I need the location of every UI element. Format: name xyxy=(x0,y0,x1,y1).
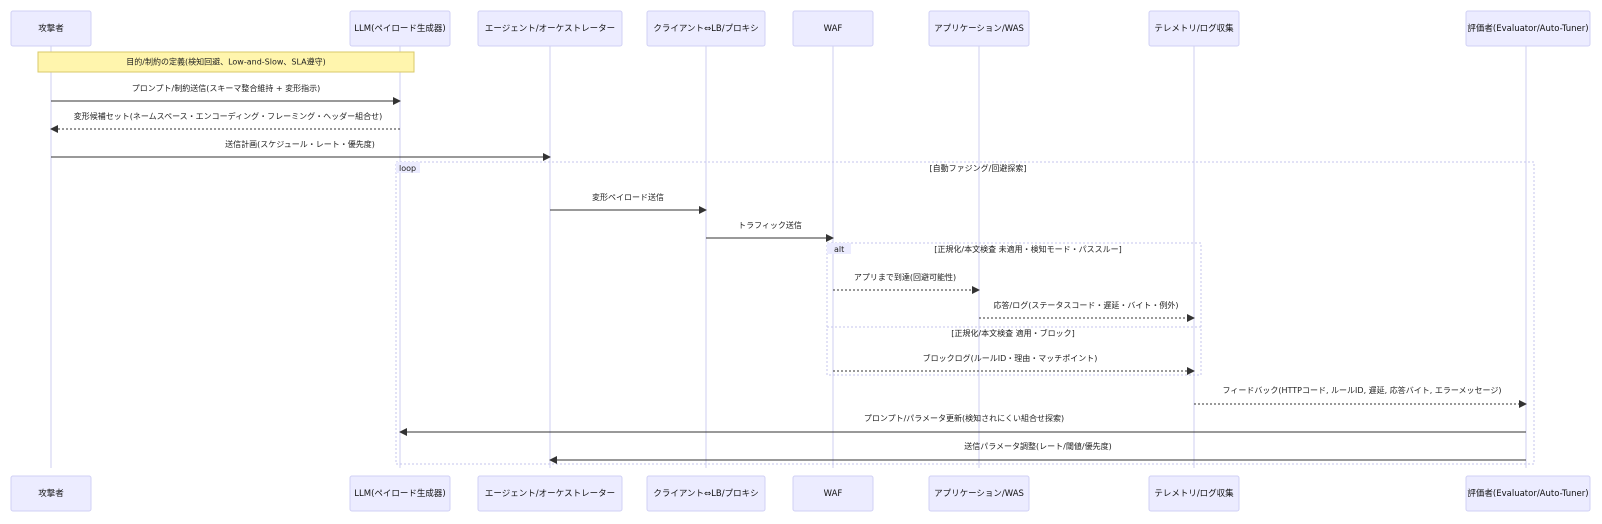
actor-app-top: アプリケーション/WAS xyxy=(928,10,1030,47)
alt-condition-2: [正規化/本文検査 適用・ブロック] xyxy=(951,328,1074,338)
actor-label: クライアント⇔LB/プロキシ xyxy=(653,489,758,499)
message-traffic-send: トラフィック送信 xyxy=(706,220,834,242)
loop-frame: loop [自動ファジング/回避探索] xyxy=(395,161,1535,465)
actor-label: テレメトリ/ログ収集 xyxy=(1154,23,1234,34)
svg-text:プロンプト/制約送信(スキーマ整合維持 + 変形指示): プロンプト/制約送信(スキーマ整合維持 + 変形指示) xyxy=(132,83,320,93)
actor-agent-top: エージェント/オーケストレーター xyxy=(477,10,623,47)
actor-attacker-top: 攻撃者 xyxy=(10,10,92,47)
message-prompt-send: プロンプト/制約送信(スキーマ整合維持 + 変形指示) xyxy=(51,83,401,105)
message-response-log: 応答/ログ(ステータスコード・遅延・バイト・例外) xyxy=(979,300,1195,322)
messages: プロンプト/制約送信(スキーマ整合維持 + 変形指示) 変形候補セット(ネームス… xyxy=(50,83,1527,464)
lifelines xyxy=(50,46,1527,468)
svg-text:ブロックログ(ルールID・理由・マッチポイント): ブロックログ(ルールID・理由・マッチポイント) xyxy=(923,353,1098,363)
alt-condition-1: [正規化/本文検査 未適用・検知モード・パススルー] xyxy=(934,244,1121,254)
actor-telemetry-bottom: テレメトリ/ログ収集 xyxy=(1148,475,1240,512)
loop-tag: loop xyxy=(399,164,416,173)
svg-text:プロンプト/パラメータ更新(検知されにくい組合せ探索): プロンプト/パラメータ更新(検知されにくい組合せ探索) xyxy=(864,413,1064,423)
message-param-adjust: 送信パラメータ調整(レート/閾値/優先度) xyxy=(549,441,1526,464)
actor-label: WAF xyxy=(824,24,843,34)
message-block-log: ブロックログ(ルールID・理由・マッチポイント) xyxy=(833,353,1195,375)
actor-waf-top: WAF xyxy=(792,10,874,47)
actor-label: アプリケーション/WAS xyxy=(934,24,1024,34)
actor-label: エージェント/オーケストレーター xyxy=(485,489,615,499)
svg-text:トラフィック送信: トラフィック送信 xyxy=(738,220,802,230)
svg-text:送信計画(スケジュール・レート・優先度): 送信計画(スケジュール・レート・優先度) xyxy=(225,139,375,149)
actor-app-bottom: アプリケーション/WAS xyxy=(928,475,1030,512)
actor-label: 評価者(Evaluator/Auto-Tuner) xyxy=(1467,23,1588,34)
svg-text:アプリまで到達(回避可能性): アプリまで到達(回避可能性) xyxy=(854,272,956,282)
svg-text:変形候補セット(ネームスペース・エンコーディング・フレーミン: 変形候補セット(ネームスペース・エンコーディング・フレーミング・ヘッダー組合せ) xyxy=(74,111,382,121)
actors-top: 攻撃者 LLM(ペイロード生成器) エージェント/オーケストレーター クライアン… xyxy=(10,10,1591,47)
actor-label: 評価者(Evaluator/Auto-Tuner) xyxy=(1467,488,1588,499)
actor-label: 攻撃者 xyxy=(38,23,64,34)
actor-waf-bottom: WAF xyxy=(792,475,874,512)
actor-label: アプリケーション/WAS xyxy=(934,489,1024,499)
loop-condition: [自動ファジング/回避探索] xyxy=(930,163,1027,173)
message-payload-send: 変形ペイロード送信 xyxy=(550,192,707,214)
actor-agent-bottom: エージェント/オーケストレーター xyxy=(477,475,623,512)
message-send-plan: 送信計画(スケジュール・レート・優先度) xyxy=(51,139,551,161)
note: 目的/制約の定義(検知回避、Low-and-Slow、SLA遵守) xyxy=(37,51,415,73)
message-candidate-set: 変形候補セット(ネームスペース・エンコーディング・フレーミング・ヘッダー組合せ) xyxy=(50,111,400,133)
svg-text:変形ペイロード送信: 変形ペイロード送信 xyxy=(592,192,664,202)
note-text: 目的/制約の定義(検知回避、Low-and-Slow、SLA遵守) xyxy=(126,57,325,67)
actor-label: LLM(ペイロード生成器) xyxy=(354,488,445,499)
actor-telemetry-top: テレメトリ/ログ収集 xyxy=(1148,10,1240,47)
actor-llm-top: LLM(ペイロード生成器) xyxy=(349,10,451,47)
svg-text:フィードバック(HTTPコード, ルールID, 遅延, 応答: フィードバック(HTTPコード, ルールID, 遅延, 応答バイト, エラーメッ… xyxy=(1223,385,1502,395)
message-reach-app: アプリまで到達(回避可能性) xyxy=(833,272,980,294)
actor-label: LLM(ペイロード生成器) xyxy=(354,23,445,34)
svg-text:送信パラメータ調整(レート/閾値/優先度): 送信パラメータ調整(レート/閾値/優先度) xyxy=(964,441,1111,451)
alt-tag: alt xyxy=(834,245,844,254)
alt-frame: alt [正規化/本文検査 未適用・検知モード・パススルー] [正規化/本文検査… xyxy=(826,242,1202,376)
message-prompt-update: プロンプト/パラメータ更新(検知されにくい組合せ探索) xyxy=(399,413,1526,436)
actors-bottom: 攻撃者 LLM(ペイロード生成器) エージェント/オーケストレーター クライアン… xyxy=(10,475,1591,512)
actor-label: クライアント⇔LB/プロキシ xyxy=(653,24,758,34)
actor-evaluator-bottom: 評価者(Evaluator/Auto-Tuner) xyxy=(1465,475,1591,512)
actor-label: エージェント/オーケストレーター xyxy=(485,24,615,34)
actor-attacker-bottom: 攻撃者 xyxy=(10,475,92,512)
actor-client-bottom: クライアント⇔LB/プロキシ xyxy=(646,475,766,512)
actor-label: テレメトリ/ログ収集 xyxy=(1154,488,1234,499)
actor-label: 攻撃者 xyxy=(38,488,64,499)
actor-client-top: クライアント⇔LB/プロキシ xyxy=(646,10,766,47)
actor-evaluator-top: 評価者(Evaluator/Auto-Tuner) xyxy=(1465,10,1591,47)
actor-label: WAF xyxy=(824,489,843,499)
actor-llm-bottom: LLM(ペイロード生成器) xyxy=(349,475,451,512)
message-feedback: フィードバック(HTTPコード, ルールID, 遅延, 応答バイト, エラーメッ… xyxy=(1194,385,1527,408)
svg-text:応答/ログ(ステータスコード・遅延・バイト・例外): 応答/ログ(ステータスコード・遅延・バイト・例外) xyxy=(994,300,1179,310)
